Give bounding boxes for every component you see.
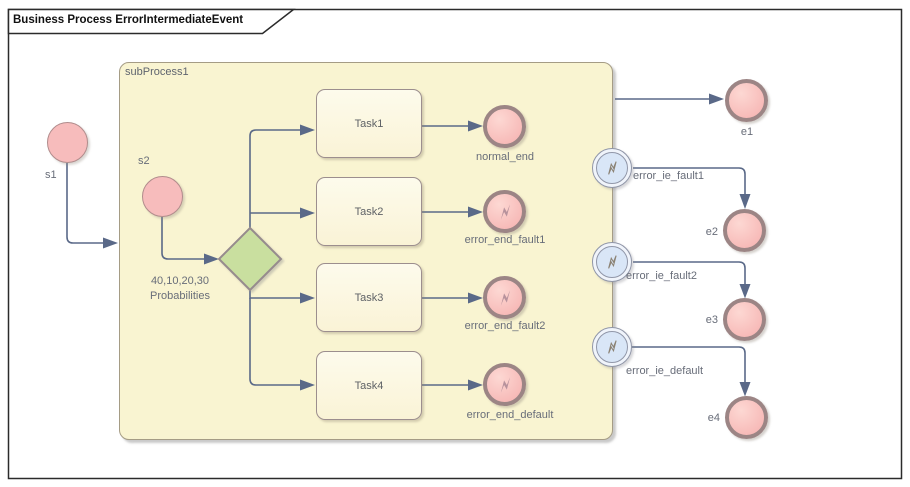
- boundary-event-error-ie-default[interactable]: [592, 327, 632, 367]
- start-event-s1-label: s1: [45, 169, 57, 181]
- end-event-e1-label: e1: [740, 126, 754, 138]
- end-event-e2[interactable]: [723, 209, 766, 252]
- error-bolt-icon: [608, 340, 617, 354]
- flow-subprocess-to-e1[interactable]: [615, 93, 724, 105]
- gateway-label: 40,10,20,30 Probabilities: [129, 274, 231, 304]
- end-event-e2-label: e2: [705, 226, 718, 238]
- flow-s1-to-subprocess[interactable]: [66, 163, 118, 249]
- boundary-event-error-ie-fault2-label: error_ie_fault2: [626, 270, 697, 282]
- start-event-s1[interactable]: [47, 122, 88, 163]
- boundary-event-error-ie-fault2[interactable]: [592, 242, 632, 282]
- task-4[interactable]: Task4: [316, 351, 422, 420]
- end-event-error-end-fault1-label: error_end_fault1: [464, 234, 546, 246]
- task-2-label: Task2: [354, 205, 384, 218]
- gateway-caption: Probabilities: [150, 290, 210, 302]
- end-event-e4-label: e4: [707, 412, 720, 424]
- error-bolt-icon: [608, 161, 617, 175]
- end-event-error-end-fault2-label: error_end_fault2: [464, 320, 546, 332]
- end-event-e1[interactable]: [725, 79, 768, 122]
- error-bolt-icon: [608, 255, 617, 269]
- task-3-label: Task3: [354, 291, 384, 304]
- end-event-error-end-default-label: error_end_default: [466, 409, 554, 421]
- end-event-error-end-fault1[interactable]: [483, 190, 526, 233]
- error-bolt-icon: [500, 376, 510, 393]
- gateway-probabilities: 40,10,20,30: [150, 275, 210, 287]
- end-event-e4[interactable]: [725, 396, 768, 439]
- error-bolt-icon: [500, 289, 510, 306]
- end-event-e3[interactable]: [723, 298, 766, 341]
- end-event-error-end-default[interactable]: [483, 363, 526, 406]
- start-event-s2-label: s2: [138, 155, 150, 167]
- boundary-event-error-ie-default-label: error_ie_default: [626, 365, 704, 377]
- task-1-label: Task1: [354, 117, 384, 130]
- task-4-label: Task4: [354, 379, 384, 392]
- boundary-event-inner-ring: [595, 330, 629, 364]
- gateway-diamond[interactable]: [216, 225, 284, 293]
- end-event-normal-end[interactable]: [483, 105, 526, 148]
- boundary-event-error-ie-fault1[interactable]: [592, 148, 632, 188]
- boundary-event-inner-ring: [595, 151, 629, 185]
- task-2[interactable]: Task2: [316, 177, 422, 246]
- error-bolt-icon: [500, 203, 510, 220]
- task-1[interactable]: Task1: [316, 89, 422, 158]
- subprocess-label: subProcess1: [125, 66, 189, 78]
- start-event-s2[interactable]: [142, 176, 183, 217]
- end-event-normal-end-label: normal_end: [475, 151, 535, 163]
- task-3[interactable]: Task3: [316, 263, 422, 332]
- end-event-e3-label: e3: [705, 314, 718, 326]
- diagram-title: Business Process ErrorIntermediateEvent: [13, 14, 244, 26]
- end-event-error-end-fault2[interactable]: [483, 276, 526, 319]
- boundary-event-inner-ring: [595, 245, 629, 279]
- boundary-event-error-ie-fault1-label: error_ie_fault1: [633, 170, 704, 182]
